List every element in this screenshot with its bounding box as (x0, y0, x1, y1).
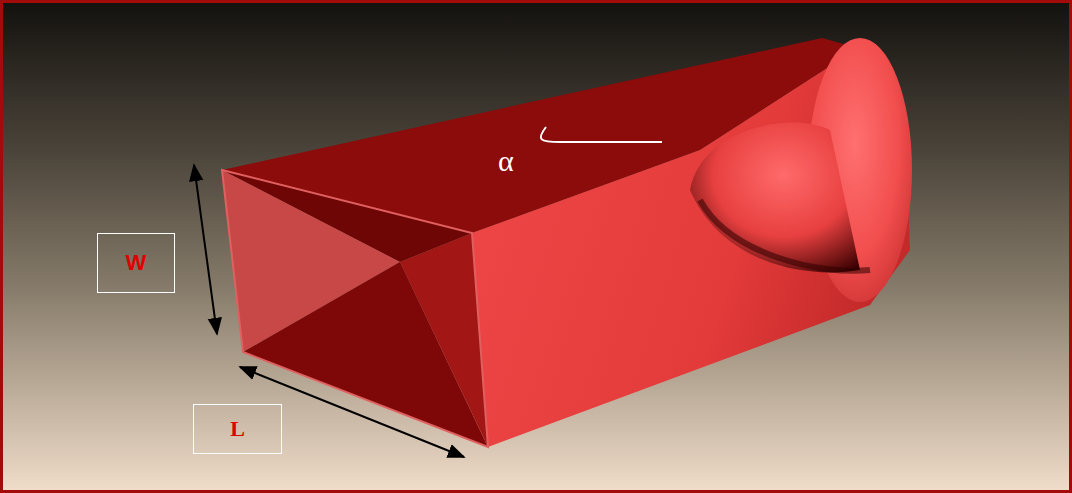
width-dimension (194, 165, 217, 334)
dimension-letter: L (230, 416, 245, 442)
dimension-box: W (97, 233, 175, 293)
dimension-box: L (193, 404, 282, 454)
transition-lobe (690, 123, 860, 273)
length-dimension (240, 367, 464, 457)
dimension-letter: W (126, 250, 147, 276)
angle-symbol: α (498, 144, 514, 178)
angle-arc (541, 127, 662, 142)
opening-edge (222, 170, 488, 447)
